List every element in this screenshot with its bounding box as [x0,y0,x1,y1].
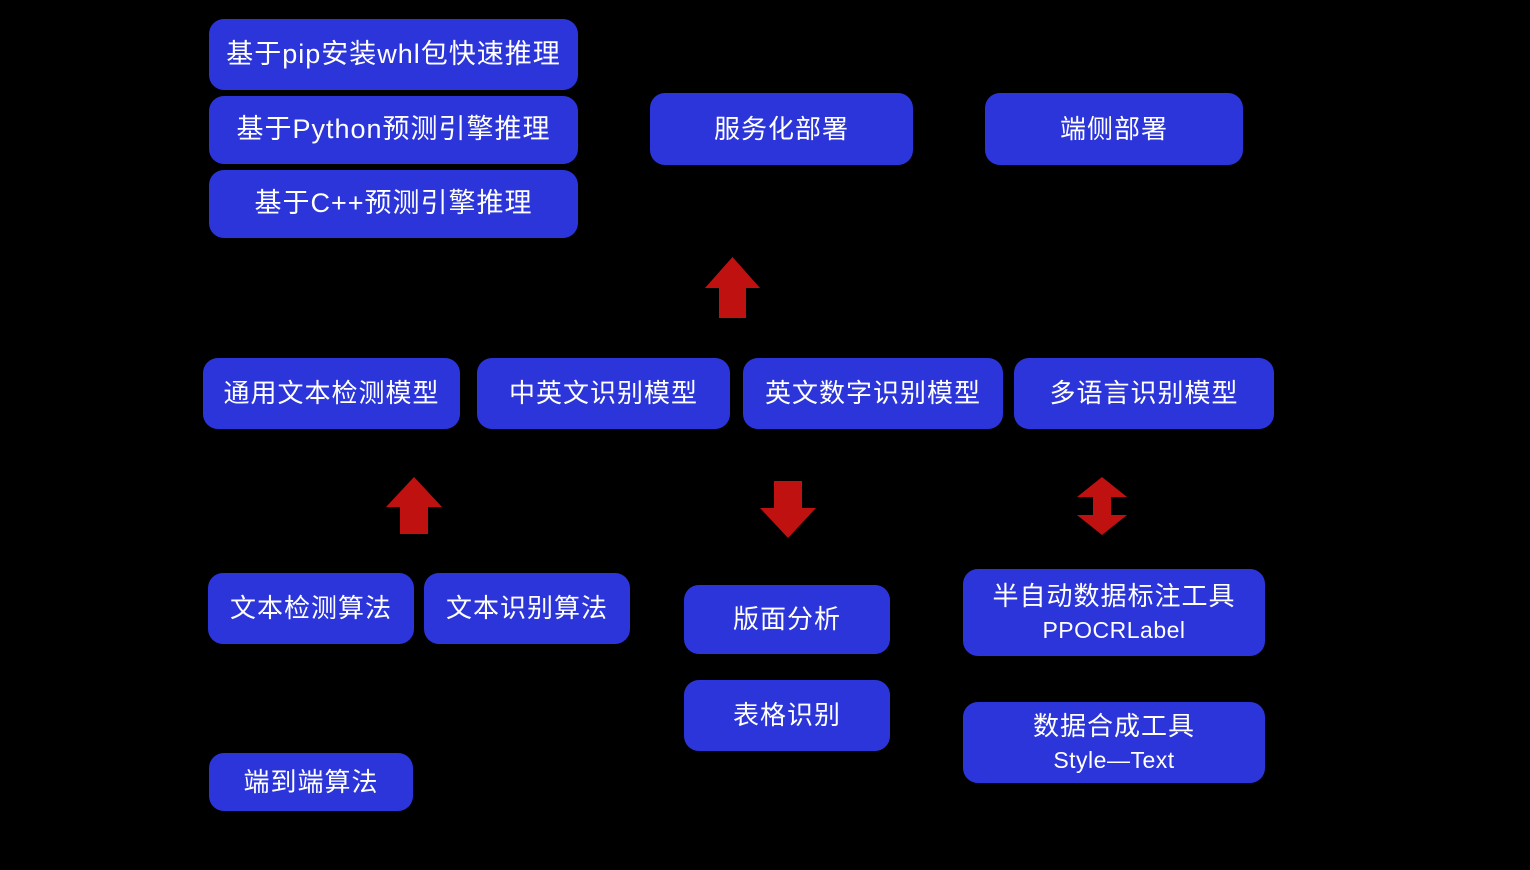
node-label: 文本识别算法 [445,593,608,624]
node-python-engine-inference: 基于Python预测引擎推理 [209,96,578,164]
node-label: 基于pip安装whl包快速推理 [226,38,561,69]
arrow-down-layout-icon [760,481,816,538]
node-label: 多语言识别模型 [1049,378,1239,409]
node-label: 表格识别 [732,700,841,731]
node-sublabel: Style—Text [1053,747,1175,774]
node-edge-deployment: 端侧部署 [985,93,1243,165]
node-sublabel: PPOCRLabel [1042,617,1186,644]
node-label: 半自动数据标注工具 [992,580,1236,611]
node-english-digit-recognition-model: 英文数字识别模型 [743,358,1003,429]
arrow-up-algorithms-icon [386,477,442,534]
arrow-updown-annotation-icon [1077,477,1127,535]
node-chinese-english-recognition-model: 中英文识别模型 [477,358,730,429]
node-label: 端到端算法 [243,766,379,797]
node-general-text-detection-model: 通用文本检测模型 [203,358,460,429]
node-text-recognition-algorithm: 文本识别算法 [424,573,630,644]
node-label: 文本检测算法 [229,593,392,624]
node-label: 基于C++预测引擎推理 [254,188,533,219]
node-pip-whl-inference: 基于pip安装whl包快速推理 [209,19,578,90]
node-text-detection-algorithm: 文本检测算法 [208,573,414,644]
node-label: 端侧部署 [1059,113,1168,144]
node-label: 数据合成工具 [1032,710,1195,741]
node-label: 版面分析 [732,604,841,635]
node-cpp-engine-inference: 基于C++预测引擎推理 [209,170,578,238]
arrow-up-serving-icon [705,257,760,318]
node-style-text-synthesis-tool: 数据合成工具 Style—Text [963,702,1265,783]
node-serving-deployment: 服务化部署 [650,93,913,165]
node-label: 通用文本检测模型 [223,378,440,409]
node-table-recognition: 表格识别 [684,680,890,751]
node-label: 服务化部署 [713,113,849,144]
node-label: 英文数字识别模型 [764,378,981,409]
node-layout-analysis: 版面分析 [684,585,890,654]
node-label: 中英文识别模型 [508,378,698,409]
node-end-to-end-algorithm: 端到端算法 [209,753,413,811]
node-ppocrlabel-annotation-tool: 半自动数据标注工具 PPOCRLabel [963,569,1265,656]
node-multilingual-recognition-model: 多语言识别模型 [1014,358,1274,429]
node-label: 基于Python预测引擎推理 [236,114,551,145]
